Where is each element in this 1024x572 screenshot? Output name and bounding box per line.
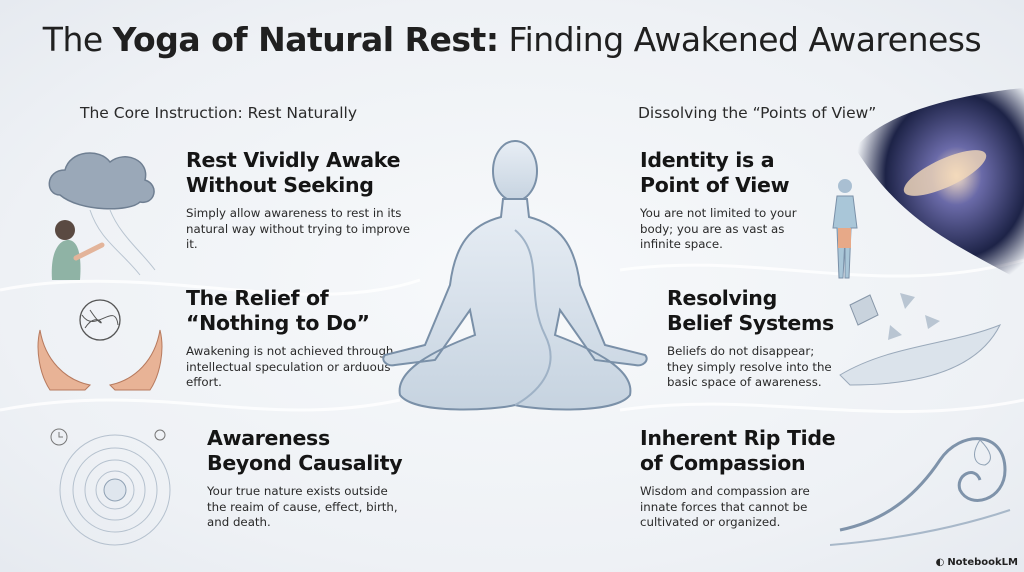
open-hands-icon (37, 299, 163, 391)
right-section-title: Dissolving the “Points of View” (638, 104, 877, 122)
thought-cloud-icon (48, 152, 156, 280)
dissolving-shards-icon (839, 293, 1002, 386)
wave-icon (830, 437, 1011, 546)
left-section-title: The Core Instruction: Rest Naturally (80, 104, 358, 122)
concentric-circles-icon (50, 428, 171, 546)
notebooklm-badge: ◐NotebookLM (935, 557, 1018, 568)
sun-icon (154, 429, 166, 441)
info-block: The Relief of “Nothing to Do”Awakening i… (186, 286, 394, 389)
galaxy-figure-icon (832, 88, 1024, 283)
notebooklm-logo-icon: ◐ (935, 557, 945, 568)
meditating-figure-icon (382, 140, 648, 411)
page-title: The Yoga of Natural Rest: Finding Awaken… (42, 20, 982, 59)
clock-icon (50, 428, 68, 446)
